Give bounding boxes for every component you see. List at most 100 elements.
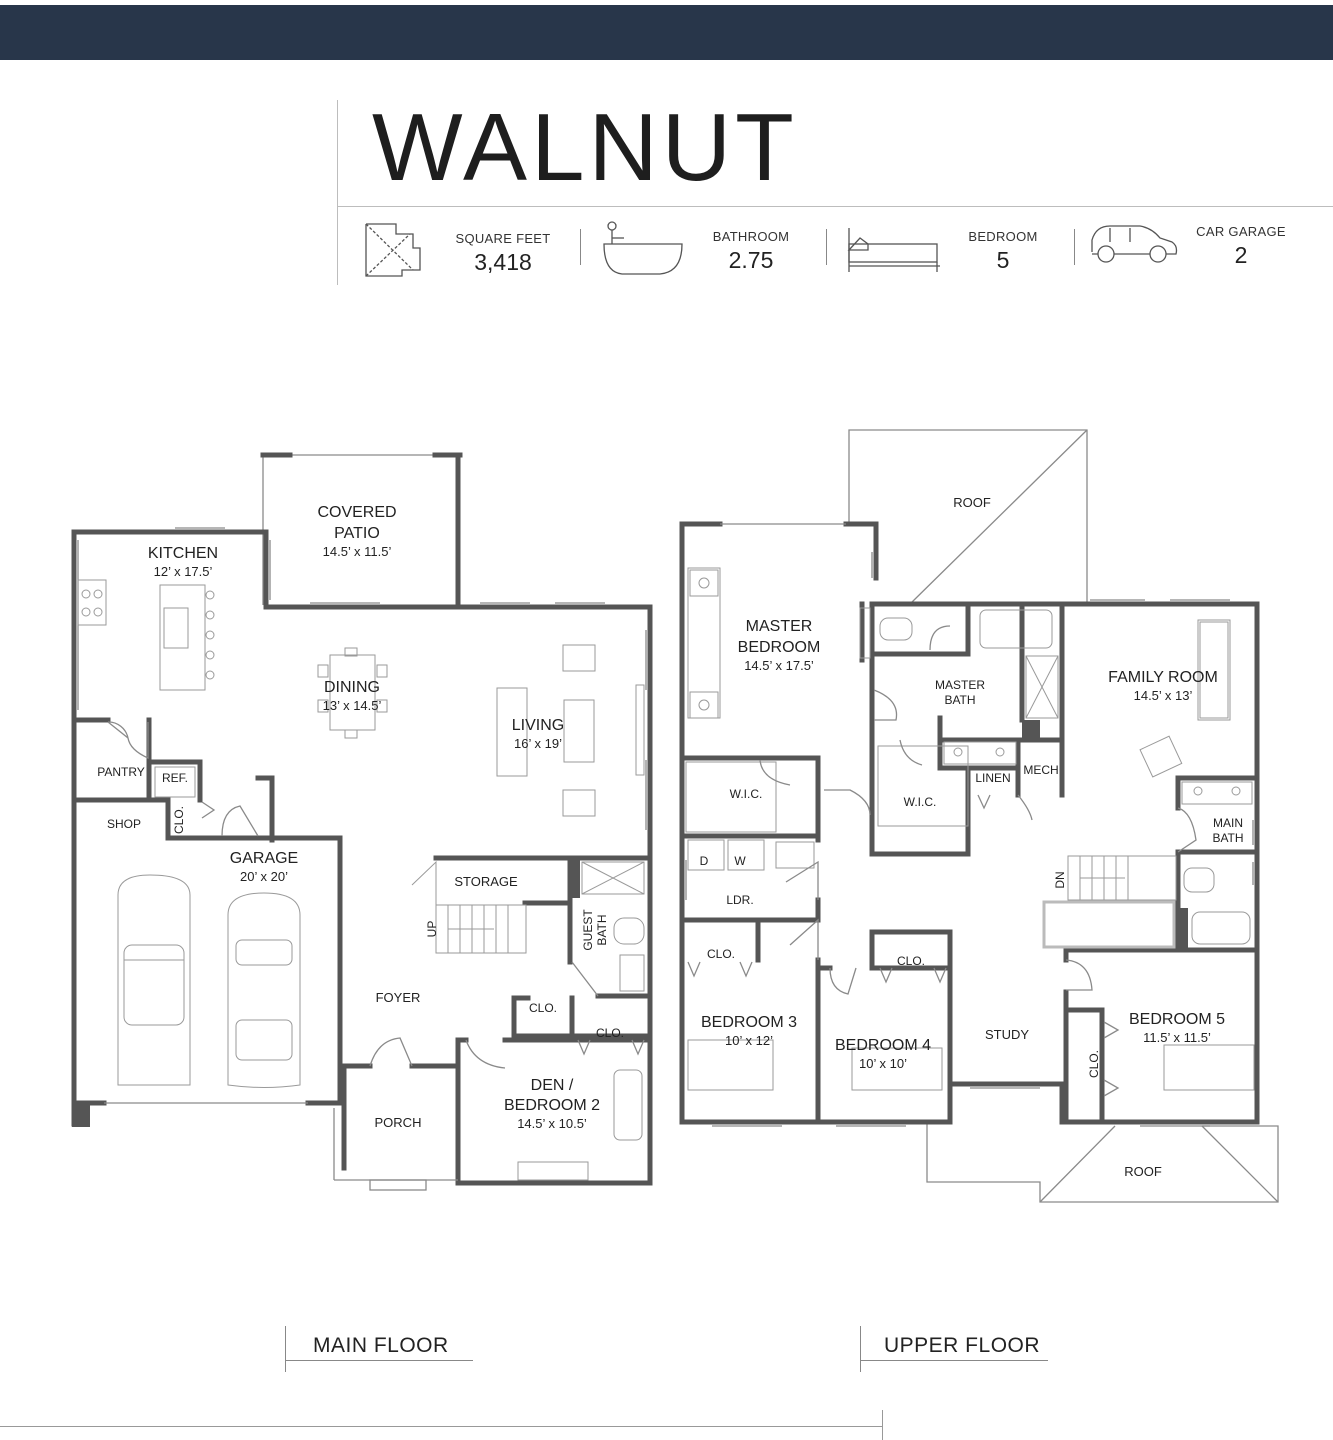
room-family-room-name: FAMILY ROOM [1108, 669, 1218, 686]
room-master-bedroom-size: 14.5’ x 17.5’ [744, 658, 814, 673]
upper-floor-labels: ROOF MASTER BEDROOM 14.5’ x 17.5’ MASTER… [700, 495, 1244, 1179]
header-bar [0, 5, 1333, 60]
room-clo-2-name: CLO. [596, 1026, 624, 1040]
main-floor-label: MAIN FLOOR [313, 1334, 449, 1357]
roof-top-outline [848, 429, 1088, 605]
covered-patio-outline [260, 452, 463, 608]
room-ldr-name: LDR. [726, 893, 753, 907]
header-divider-vertical [337, 100, 338, 285]
room-main-bath-name1: MAIN [1213, 816, 1243, 830]
room-bedroom-3-size: 10’ x 12’ [725, 1033, 773, 1048]
room-dining-name: DINING [324, 679, 380, 696]
footer-rule-tick [882, 1410, 883, 1440]
upper-stairs [1042, 855, 1177, 949]
room-study-name: STUDY [985, 1027, 1029, 1042]
upper-floor-windows [685, 523, 1254, 1127]
upper-floor-plan: ROOF MASTER BEDROOM 14.5’ x 17.5’ MASTER… [679, 429, 1279, 1203]
room-clo-shop-name: CLO. [172, 806, 186, 834]
appliance-dryer-label: D [700, 854, 709, 868]
upper-floor-label-tick [860, 1326, 861, 1372]
stat-separator [580, 229, 581, 265]
room-wic-2-name: W.I.C. [904, 795, 937, 809]
room-living-name: LIVING [512, 717, 564, 734]
room-clo-b3-name: CLO. [707, 947, 735, 961]
stat-label: BATHROOM [712, 229, 790, 244]
room-shop-name: SHOP [107, 817, 141, 831]
car-1-drawing [117, 874, 191, 1086]
bathtub-icon [603, 221, 683, 275]
room-wic-1-name: W.I.C. [730, 787, 763, 801]
room-covered-patio-name2: PATIO [334, 525, 380, 542]
stat-label: BEDROOM [968, 229, 1038, 244]
room-family-room-size: 14.5’ x 13’ [1134, 688, 1193, 703]
roof-bottom-outline [926, 1120, 1279, 1203]
room-den-name1: DEN / [531, 1077, 574, 1094]
room-bedroom-5-name: BEDROOM 5 [1129, 1011, 1225, 1028]
stat-label: CAR GARAGE [1196, 224, 1286, 239]
upper-floor-label-underline [860, 1360, 1048, 1361]
room-living-size: 16’ x 19’ [514, 736, 562, 751]
stat-separator [826, 229, 827, 265]
stat-label: SQUARE FEET [455, 231, 551, 246]
room-garage-name: GARAGE [230, 850, 298, 867]
room-kitchen-name: KITCHEN [148, 545, 218, 562]
room-main-bath-name2: BATH [1212, 831, 1243, 845]
main-floor-walls [71, 529, 653, 1191]
stairs-up-label: UP [425, 921, 439, 938]
room-covered-patio-size: 14.5’ x 11.5’ [323, 544, 392, 559]
room-clo-1-name: CLO. [529, 1001, 557, 1015]
appliance-washer-label: W [734, 854, 746, 868]
room-guest-bath-name2: BATH [595, 914, 609, 945]
room-bedroom-5-size: 11.5’ x 11.5’ [1143, 1030, 1211, 1045]
main-floor-plan: COVERED PATIO 14.5’ x 11.5’ KITCHEN 12’ … [71, 452, 653, 1191]
room-clo-b4-name: CLO. [897, 954, 925, 968]
room-linen-name: LINEN [975, 771, 1010, 785]
room-covered-patio-name1: COVERED [317, 504, 396, 521]
room-roof-bottom-name: ROOF [1124, 1164, 1162, 1179]
room-ref-name: REF. [162, 771, 188, 785]
upper-floor-fixtures [685, 567, 1255, 1091]
main-floor-doors [107, 721, 645, 1069]
floorplan-icon [365, 223, 421, 277]
upper-floor-label: UPPER FLOOR [884, 1334, 1041, 1357]
stat-value: 5 [996, 247, 1010, 273]
car-2-drawing [227, 892, 301, 1088]
room-bedroom-3-name: BEDROOM 3 [701, 1014, 797, 1031]
room-den-name2: BEDROOM 2 [504, 1097, 600, 1114]
main-floor-label-underline [285, 1360, 473, 1361]
stat-square-feet: SQUARE FEET 3,418 [452, 231, 554, 276]
room-roof-top-name: ROOF [953, 495, 991, 510]
car-icon [1091, 225, 1178, 263]
room-dining-size: 13’ x 14.5’ [323, 698, 382, 713]
stat-bedroom: BEDROOM 5 [952, 229, 1054, 274]
stat-value: 2.75 [728, 247, 774, 273]
room-pantry-name: PANTRY [97, 765, 145, 779]
room-master-bedroom-name2: BEDROOM [738, 639, 821, 656]
room-guest-bath-name1: GUEST [581, 909, 595, 951]
header-divider-horizontal [337, 206, 1333, 207]
stat-value: 3,418 [474, 249, 532, 275]
main-floor-fixtures [77, 579, 645, 1181]
main-stairs [411, 860, 527, 954]
room-storage-name: STORAGE [454, 874, 518, 889]
bed-icon [847, 228, 940, 272]
footer-rule [0, 1426, 882, 1427]
room-master-bedroom-name1: MASTER [746, 618, 813, 635]
room-porch-name: PORCH [375, 1115, 422, 1130]
room-master-bath-name1: MASTER [935, 678, 985, 692]
main-floor-labels: COVERED PATIO 14.5’ x 11.5’ KITCHEN 12’ … [97, 504, 624, 1131]
upper-floor-walls [679, 521, 1260, 1125]
stat-bathroom: BATHROOM 2.75 [700, 229, 802, 274]
room-bedroom-4-size: 10’ x 10’ [859, 1056, 907, 1071]
upper-floor-doors [687, 625, 1197, 1097]
stairs-down-label: DN [1053, 871, 1067, 888]
room-mech-name: MECH [1023, 763, 1058, 777]
room-foyer-name: FOYER [376, 990, 421, 1005]
stat-value: 2 [1234, 242, 1248, 268]
room-garage-size: 20’ x 20’ [240, 869, 288, 884]
stats-icons [365, 221, 1178, 277]
room-clo-b5-name: CLO. [1087, 1050, 1101, 1078]
room-master-bath-name2: BATH [944, 693, 975, 707]
room-kitchen-size: 12’ x 17.5’ [154, 564, 213, 579]
